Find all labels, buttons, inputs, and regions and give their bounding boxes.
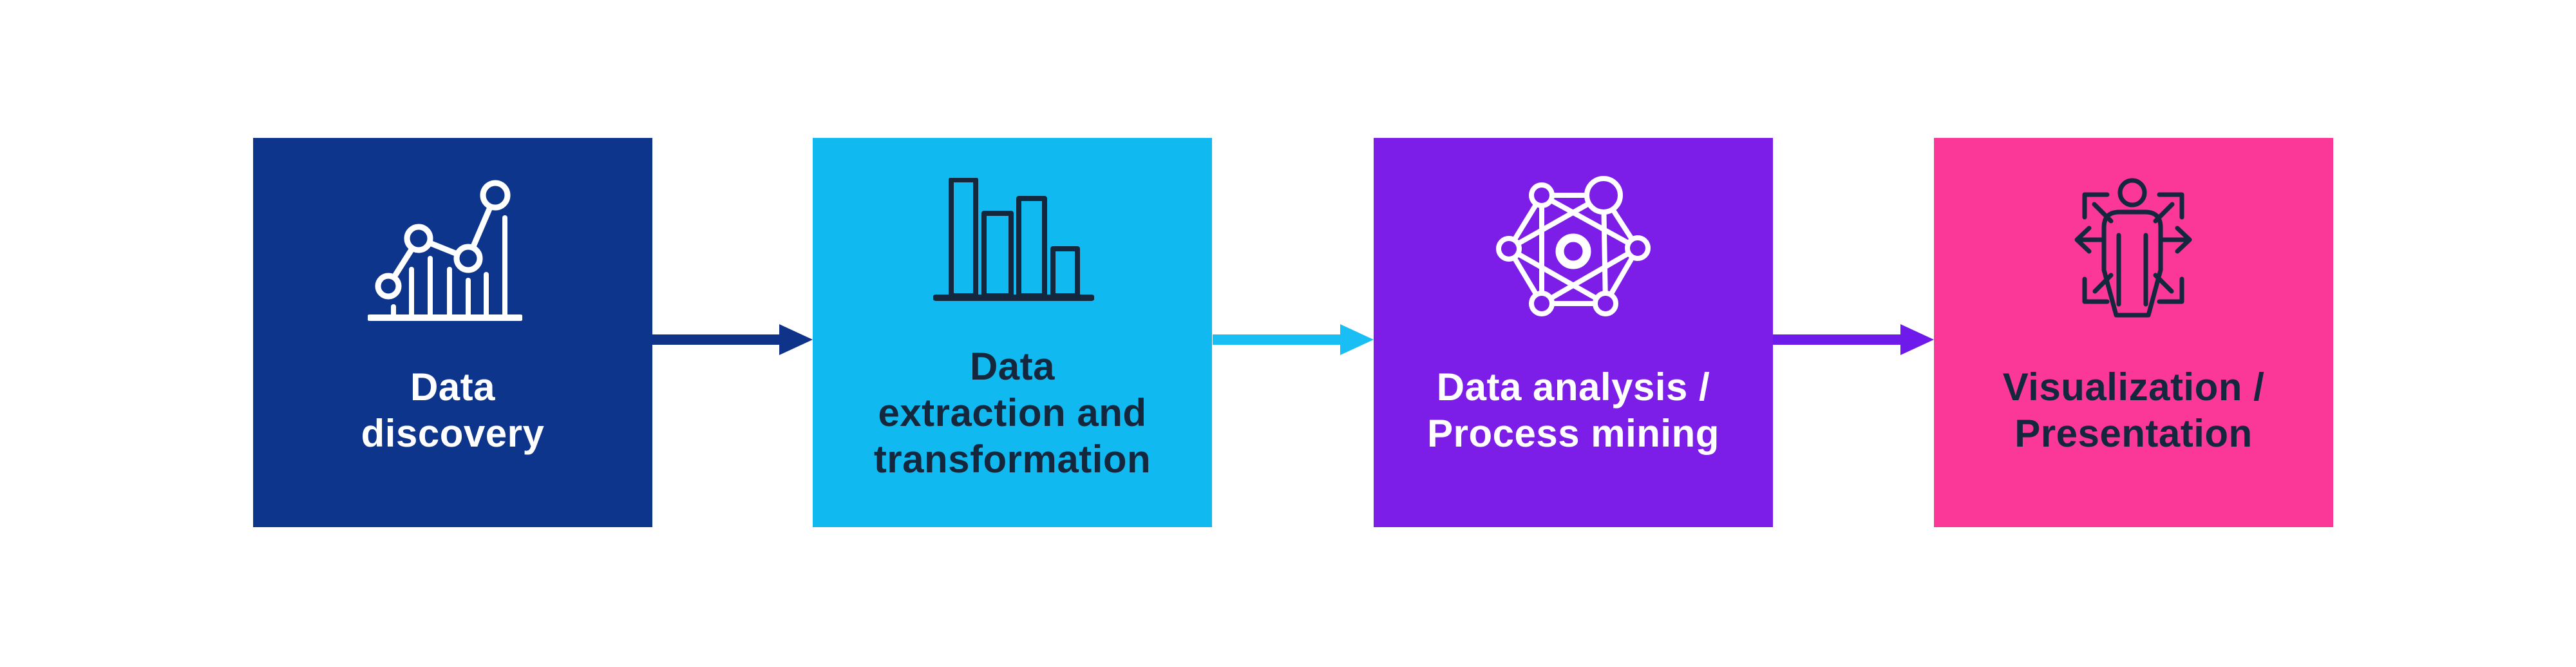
step-label-line: Process mining xyxy=(1427,412,1719,455)
step-visualization-presentation: Visualization / Presentation xyxy=(1934,138,2333,527)
step-label: Data analysis / Process mining xyxy=(1374,364,1773,457)
step-data-extraction-transformation: Data extraction and transformation xyxy=(813,138,1212,527)
step-data-discovery: Data discovery xyxy=(253,138,652,527)
arrow-right-icon xyxy=(1213,324,1374,355)
step-label: Data extraction and transformation xyxy=(813,343,1212,483)
arrow-right-icon xyxy=(1773,324,1934,355)
step-label-line: transformation xyxy=(873,438,1151,481)
step-label-line: extraction and xyxy=(878,391,1147,434)
person-expand-arrows-icon xyxy=(2074,178,2192,318)
step-label: Data discovery xyxy=(253,364,652,457)
step-label-line: Data xyxy=(969,345,1056,388)
step-label-line: Data xyxy=(410,365,496,409)
step-data-analysis-process-mining: Data analysis / Process mining xyxy=(1374,138,1773,527)
step-label-line: Data analysis / xyxy=(1436,365,1710,409)
step-label: Visualization / Presentation xyxy=(1934,364,2333,457)
arrow-right-icon xyxy=(652,324,813,355)
network-graph-icon xyxy=(1496,176,1651,316)
step-label-line: discovery xyxy=(361,412,545,455)
step-label-line: Presentation xyxy=(2014,412,2253,455)
line-chart-with-nodes-icon xyxy=(368,180,522,321)
bar-chart-icon xyxy=(933,178,1094,301)
step-label-line: Visualization / xyxy=(2002,365,2265,409)
